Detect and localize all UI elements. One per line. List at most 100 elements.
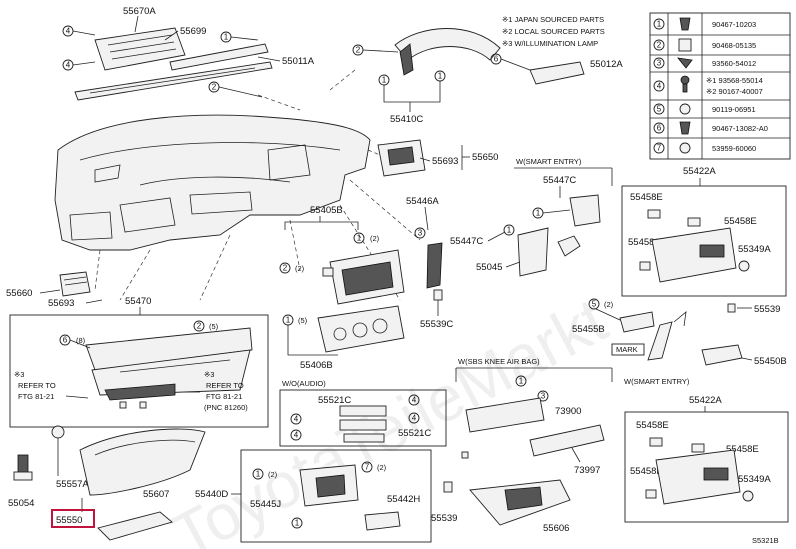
callout-2-top: 2 [208, 81, 263, 98]
svg-text:1: 1 [256, 470, 261, 479]
callout-3-sbs: 3 [537, 390, 549, 402]
part-55470: 55470 [125, 296, 151, 307]
note-refer-right-ftg: FTG 81-21 [206, 392, 242, 401]
svg-text:90467-10203: 90467-10203 [712, 20, 756, 29]
callout-6-top: 6 [490, 53, 531, 71]
note-refer-left-mark: ※3 [14, 370, 24, 379]
note-refer-right-mark: ※3 [204, 370, 214, 379]
svg-text:4: 4 [294, 415, 299, 424]
svg-text:2: 2 [212, 83, 217, 92]
part-55539-a: 55539 [754, 304, 780, 315]
part-55440D: 55440D [195, 489, 228, 500]
part-55422A-a: 55422A [683, 166, 716, 177]
callout-1-console-a: 1 [252, 468, 264, 480]
svg-text:4: 4 [412, 396, 417, 405]
part-55054-shape [13, 454, 33, 481]
svg-text:1: 1 [295, 519, 300, 528]
part-55557A: 55557A [56, 479, 89, 490]
svg-text:1: 1 [536, 209, 541, 218]
title-smart-entry-upper: W(SMART ENTRY) [516, 157, 582, 166]
svg-text:1: 1 [519, 377, 524, 386]
callout-4-audio-1: 4 [290, 413, 302, 425]
callout-4-audio-3: 4 [408, 394, 420, 406]
svg-text:1: 1 [438, 72, 443, 81]
part-55442H: 55442H [387, 494, 420, 505]
note-refer-right-text: REFER TO [206, 381, 244, 390]
callout-4-audio-2: 4 [290, 429, 302, 441]
callout-4-audio-4: 4 [408, 412, 420, 424]
svg-text:1: 1 [382, 76, 387, 85]
part-73997-shape [529, 424, 605, 457]
part-55550[interactable]: 55550 [56, 515, 82, 526]
part-55450B: 55450B [754, 356, 787, 367]
svg-text:4: 4 [294, 431, 299, 440]
svg-text:5: 5 [592, 300, 597, 309]
center-panel-55405B [322, 249, 405, 305]
svg-text:3: 3 [541, 392, 546, 401]
part-55606-shape [469, 479, 571, 526]
svg-text:1: 1 [507, 226, 512, 235]
lower-panel-55406B [317, 305, 405, 353]
svg-text:2: 2 [356, 46, 361, 55]
callout-4-mid: 4 [62, 59, 96, 71]
svg-text:6: 6 [657, 124, 662, 133]
svg-text:5: 5 [657, 105, 662, 114]
part-55521C-a: 55521C [318, 395, 351, 406]
part-55693-b: 55693 [48, 298, 74, 309]
part-55422A-b: 55422A [689, 395, 722, 406]
svg-text:93560-54012: 93560-54012 [712, 59, 756, 68]
svg-text:90119-06951: 90119-06951 [712, 105, 756, 114]
callout-4-top: 4 [62, 25, 96, 37]
title-wo-audio: W/O(AUDIO) [282, 379, 326, 388]
svg-text:(5): (5) [298, 316, 308, 325]
part-55458E-b: 55458E [724, 216, 757, 227]
part-73997: 73997 [574, 465, 600, 476]
svg-text:4: 4 [66, 61, 71, 70]
cluster-hood [394, 28, 501, 76]
part-55012A: 55012A [590, 59, 623, 70]
svg-text:53959-60060: 53959-60060 [712, 144, 756, 153]
part-55539C: 55539C [420, 319, 453, 330]
callout-5-455: 5 [588, 298, 600, 310]
fastener-table: 1 2 3 4 5 6 7 90467-10203 90468-05135 93… [649, 12, 791, 160]
console-box [299, 464, 401, 531]
part-55699: 55699 [180, 26, 206, 37]
part-55521C-b: 55521C [398, 428, 431, 439]
callout-1-hood-b: 1 [434, 70, 446, 82]
note-refer-right-pnc: (PNC 81260) [204, 403, 248, 412]
part-55550-highlight[interactable] [51, 509, 95, 528]
audio-blank-plates [339, 405, 387, 443]
part-55455B: 55455B [572, 324, 605, 335]
vent-55660 [59, 271, 91, 297]
svg-text:3: 3 [418, 229, 423, 238]
svg-text:4: 4 [66, 27, 71, 36]
part-55349A-a: 55349A [738, 244, 771, 255]
callout-1-top: 1 [220, 31, 259, 43]
part-55539-b: 55539 [431, 513, 457, 524]
svg-text:3: 3 [657, 59, 662, 68]
svg-text:90468-05135: 90468-05135 [712, 41, 756, 50]
svg-text:※1 93568-55014: ※1 93568-55014 [706, 76, 763, 85]
svg-text:6: 6 [494, 55, 499, 64]
part-55458E-c: 55458E [636, 420, 669, 431]
part-55445J: 55445J [250, 499, 281, 510]
svg-text:2: 2 [657, 41, 662, 50]
glovebox-panel [85, 327, 253, 401]
upper-vent-group [74, 27, 273, 101]
svg-text:(2): (2) [295, 264, 305, 273]
svg-text:※3W/ILLUMINATION LAMP: ※3W/ILLUMINATION LAMP [502, 39, 598, 48]
svg-text:7: 7 [657, 144, 662, 153]
svg-text:4: 4 [412, 414, 417, 423]
part-55660: 55660 [6, 288, 32, 299]
svg-text:2: 2 [197, 322, 202, 331]
title-smart-entry-lower: W(SMART ENTRY) [624, 377, 690, 386]
part-55693-a: 55693 [432, 156, 458, 167]
svg-text:6: 6 [63, 336, 68, 345]
part-55410C: 55410C [390, 114, 423, 125]
callout-3-446: 3 [414, 227, 426, 239]
knee-airbag-panel [461, 397, 545, 459]
